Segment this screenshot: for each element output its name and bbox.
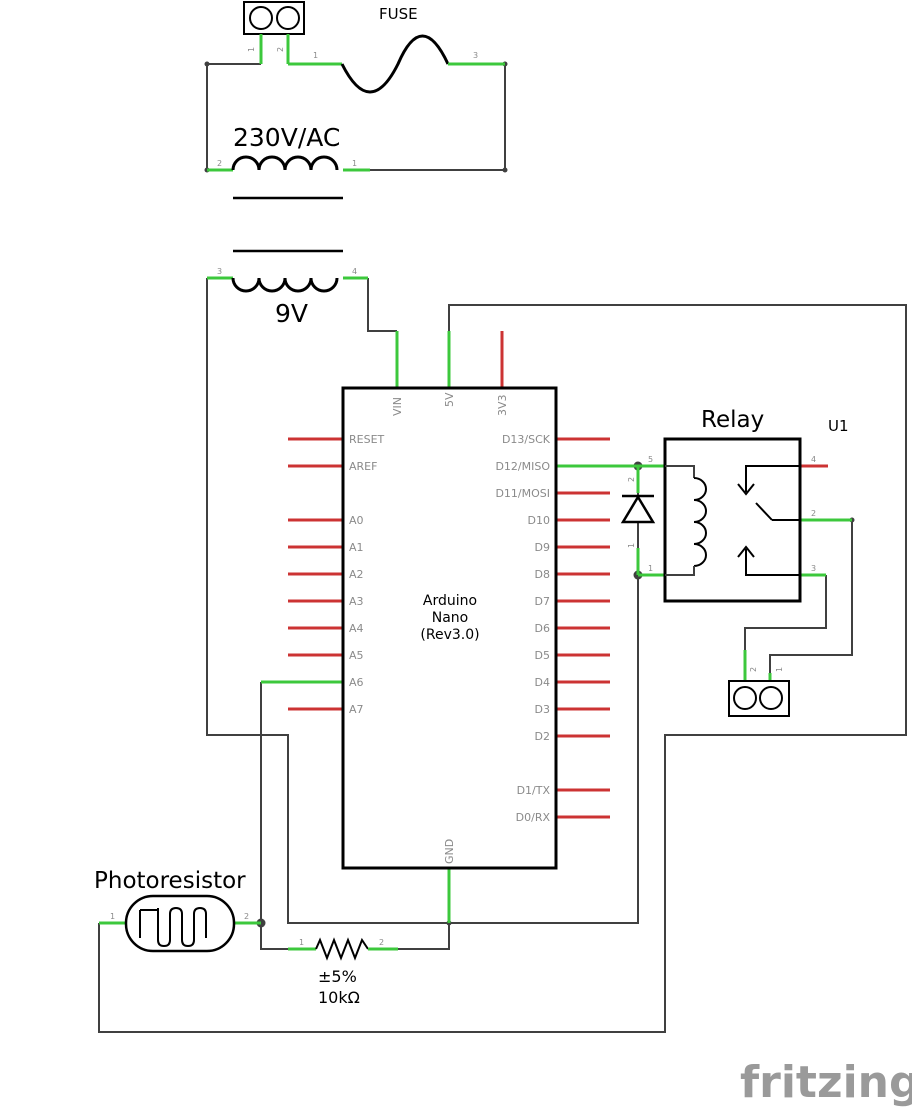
pin-number-label: 4 [811,455,816,464]
transformer: 230V/AC 2 1 3 4 9V [207,123,370,328]
photoresistor-label: Photoresistor [94,868,246,894]
resistor-tolerance-label: ±5% [318,967,357,986]
fuse: 1 3 FUSE [288,5,505,94]
pin-label-a1: A1 [349,541,364,554]
pin-number-label: 3 [473,51,478,60]
pin-label-5v: 5V [443,392,456,407]
pin-label-vin: VIN [391,397,404,416]
pin-label-a3: A3 [349,595,364,608]
pin-label-d8: D8 [535,568,550,581]
secondary-voltage-label: 9V [275,299,308,328]
board-name-line2: Nano [432,610,469,626]
pin-number-label: 3 [217,267,222,276]
pin-label-d1: D1/TX [517,784,551,797]
pin-number-label: 4 [352,267,357,276]
pin-number-label: 2 [811,509,816,518]
pin-number-label: 1 [247,47,256,52]
pin-label-d10: D10 [528,514,550,527]
pin-label-aref: AREF [349,460,377,473]
pin-label-a6: A6 [349,676,364,689]
pin-number-label: 1 [775,667,784,672]
pin-label-d13: D13/SCK [502,433,551,446]
pin-number-label: 1 [352,159,357,168]
primary-voltage-label: 230V/AC [233,123,340,152]
pin-label-a0: A0 [349,514,364,527]
pin-number-label: 1 [313,51,318,60]
arduino-body [341,386,558,870]
fuse-label: FUSE [379,5,418,23]
pin-label-a5: A5 [349,649,364,662]
pin-number-label: 2 [244,912,249,921]
pin-label-d11: D11/MOSI [495,487,550,500]
pin-label-reset: RESET [349,433,385,446]
pin-label-3v3: 3V3 [496,394,509,416]
pin-number-label: 5 [648,455,653,464]
pin-label-gnd: GND [443,839,456,864]
pin-label-a7: A7 [349,703,364,716]
pin-label-d9: D9 [535,541,550,554]
flyback-diode: 2 1 [620,466,656,575]
relay: 5 1 4 2 3 Relay U1 [638,407,852,603]
output-connector: 2 1 [728,650,790,717]
arduino-nano: VIN 5V 3V3 GND RESET AREF A0 A1 A2 A3 A4… [261,331,638,923]
pin-label-d12: D12/MISO [495,460,550,473]
pin-number-label: 2 [379,938,384,947]
pin-label-d4: D4 [535,676,550,689]
pin-number-label: 2 [276,47,285,52]
pin-label-a4: A4 [349,622,364,635]
board-name-line3: (Rev3.0) [420,627,479,643]
relay-label: Relay [701,407,764,433]
pin-number-label: 1 [627,543,636,548]
pin-number-label: 1 [299,938,304,947]
relay-designator: U1 [828,417,849,435]
pin-label-d7: D7 [535,595,550,608]
resistor: 1 2 ±5% 10kΩ [288,937,398,1007]
pin-number-label: 1 [648,564,653,573]
pin-label-d6: D6 [535,622,550,635]
photoresistor: Photoresistor 1 2 [94,868,261,953]
pin-label-d5: D5 [535,649,550,662]
pin-number-label: 3 [811,564,816,573]
board-name-line1: Arduino [423,593,477,609]
pin-number-label: 2 [749,667,758,672]
pin-number-label: 2 [217,159,222,168]
pin-label-d3: D3 [535,703,550,716]
pin-label-d2: D2 [535,730,550,743]
top-connector: 1 2 [243,1,305,64]
fritzing-logo: fritzing [740,1057,912,1107]
pin-label-a2: A2 [349,568,364,581]
pin-number-label: 1 [110,912,115,921]
resistor-value-label: 10kΩ [318,988,360,1007]
pin-label-d0: D0/RX [516,811,551,824]
pin-number-label: 2 [627,477,636,482]
